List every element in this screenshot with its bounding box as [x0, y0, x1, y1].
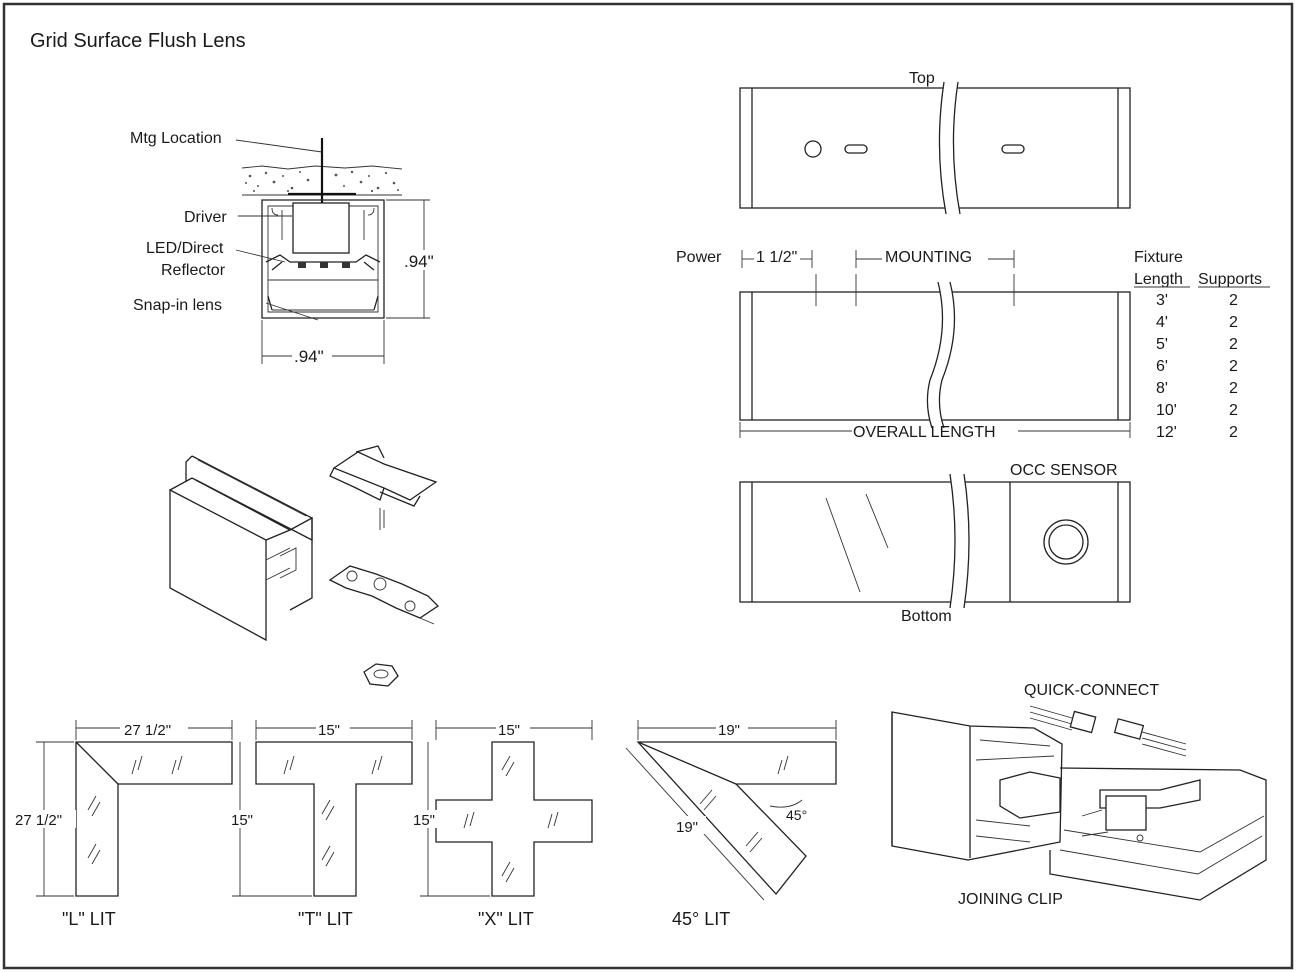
table-cell-supports: 2 [1229, 314, 1238, 331]
joining-clip-label: JOINING CLIP [958, 891, 1063, 908]
hex-nut-drawing [363, 663, 399, 687]
t-lit-label: "T" LIT [298, 909, 353, 929]
snap-in-lens-label: Snap-in lens [133, 297, 222, 314]
45-lit-width: 19" [718, 722, 740, 739]
l-lit-diagram: 27 1/2" 27 1/2" "L" LIT [14, 720, 233, 929]
table-header-fixture: Fixture [1134, 249, 1183, 266]
driver-box [292, 202, 350, 254]
45-lit-label: 45° LIT [672, 909, 730, 929]
x-lit-height: 15" [413, 812, 435, 829]
table-cell-length: 3' [1156, 292, 1168, 309]
extrusion-isometric [169, 455, 313, 642]
table-cell-supports: 2 [1229, 336, 1238, 353]
side-view: Power 1 1/2" MOUNTING OVERALL LENGTH [676, 249, 1131, 441]
led-direct-label: LED/Direct [146, 240, 224, 257]
ceiling-texture [241, 165, 403, 196]
bottom-view-label: Bottom [901, 608, 952, 625]
table-header-supports: Supports [1198, 271, 1262, 288]
height-dimension: .94" [404, 252, 434, 271]
t-lit-diagram: 15" 15" "T" LIT [230, 720, 413, 929]
overall-length-dim: OVERALL LENGTH [853, 424, 996, 441]
t-lit-height: 15" [231, 812, 253, 829]
mtg-location-label: Mtg Location [130, 130, 222, 147]
l-lit-width: 27 1/2" [124, 722, 171, 739]
45-lit-side: 19" [676, 819, 698, 836]
table-cell-length: 5' [1156, 336, 1168, 353]
one-half-dim: 1 1/2" [756, 249, 797, 266]
driver-label: Driver [184, 209, 227, 226]
reflector-label: Reflector [161, 262, 226, 279]
l-lit-height: 27 1/2" [15, 812, 62, 829]
joining-clip-drawing: JOINING CLIP [891, 711, 1267, 908]
table-cell-length: 10' [1156, 402, 1177, 419]
table-cell-length: 6' [1156, 358, 1168, 375]
quick-connect-drawing: QUICK-CONNECT [1024, 682, 1187, 757]
top-view: Top [739, 70, 1131, 215]
x-lit-label: "X" LIT [478, 909, 534, 929]
l-lit-label: "L" LIT [62, 909, 116, 929]
45-lit-angle: 45° [786, 807, 807, 823]
bracket-drawing [328, 565, 440, 625]
table-cell-length: 8' [1156, 380, 1168, 397]
mounting-dim: MOUNTING [885, 249, 972, 266]
table-cell-supports: 2 [1229, 358, 1238, 375]
table-cell-supports: 2 [1229, 380, 1238, 397]
x-lit-diagram: 15" 15" "X" LIT [412, 720, 593, 929]
table-cell-supports: 2 [1229, 402, 1238, 419]
supports-table: Fixture Length Supports 3' 2 4' 2 5' 2 6' 2 8' 2 1… [1134, 249, 1270, 441]
top-view-label: Top [909, 70, 935, 87]
45-lit-diagram: 19" 19" 45° 45° LIT [625, 720, 837, 929]
sheet-title: Grid Surface Flush Lens [30, 30, 246, 52]
width-dimension: .94" [294, 347, 324, 366]
quick-connect-label: QUICK-CONNECT [1024, 682, 1159, 699]
cross-section-diagram: Mtg Location Driver LED/Direct Reflector… [130, 130, 442, 366]
table-cell-supports: 2 [1229, 292, 1238, 309]
table-cell-supports: 2 [1229, 424, 1238, 441]
t-lit-width: 15" [318, 722, 340, 739]
table-cell-length: 4' [1156, 314, 1168, 331]
table-header-length: Length [1134, 271, 1183, 288]
occ-sensor-drawing [1043, 519, 1089, 565]
x-lit-width: 15" [498, 722, 520, 739]
power-label: Power [676, 249, 722, 266]
occ-sensor-label: OCC SENSOR [1010, 462, 1118, 479]
bottom-view: OCC SENSOR Bottom [739, 462, 1131, 625]
mounting-clip-drawing [329, 445, 438, 530]
table-cell-length: 12' [1156, 424, 1177, 441]
